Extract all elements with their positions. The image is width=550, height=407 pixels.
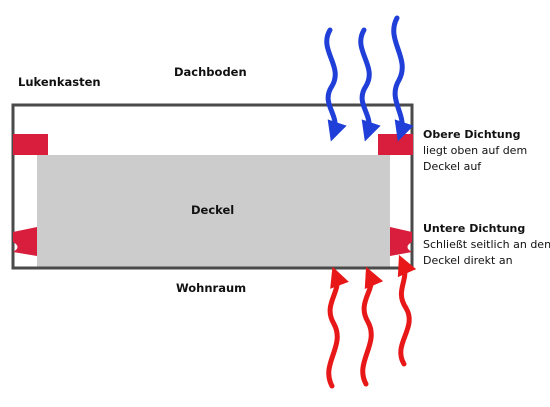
cold-air-arrow-3 [391, 15, 414, 142]
warm-air-arrow-2 [360, 266, 384, 387]
hatch-box-label: Lukenkasten [18, 75, 101, 89]
lower-seal-title: Untere Dichtung [423, 222, 526, 235]
upper-seal-right [378, 134, 413, 155]
cold-air-arrow-1 [324, 27, 347, 142]
upper-seal-line-2: Deckel auf [423, 160, 482, 173]
lower-seal-description: Untere Dichtung Schließt seitlich an den… [423, 221, 550, 269]
lid-label: Deckel [191, 203, 235, 217]
lower-seal-line-2: Deckel direkt an [423, 254, 513, 267]
attic-label: Dachboden [174, 65, 247, 79]
upper-seal-title: Obere Dichtung [423, 128, 521, 141]
living-room-label: Wohnraum [176, 281, 247, 295]
cold-air-arrow-2 [358, 27, 381, 142]
lower-seal-right [390, 227, 412, 256]
lid-block [37, 155, 390, 268]
hatch-frame [11, 103, 414, 270]
upper-seal-description: Obere Dichtung liegt oben auf dem Deckel… [423, 127, 527, 175]
warm-air-arrow-1 [326, 266, 349, 389]
warm-air-arrow-3 [397, 254, 417, 367]
lower-seal-left [13, 227, 37, 256]
lower-seal-line-1: Schließt seitlich an den [423, 238, 550, 251]
upper-seal-left [13, 134, 48, 155]
upper-seal-line-1: liegt oben auf dem [423, 144, 528, 157]
